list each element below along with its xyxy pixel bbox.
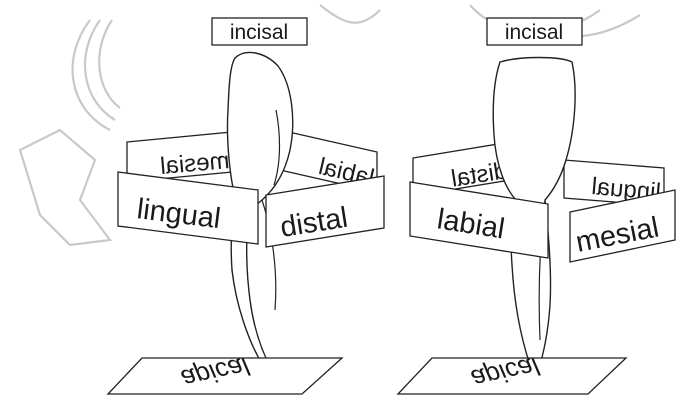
left-incisal-label: incisal	[230, 21, 288, 44]
right-front-left-box: labial	[409, 181, 549, 259]
left-front-left-box: lingual	[117, 171, 259, 245]
left-back-left-box: mesial	[126, 131, 233, 183]
right-incisal-box: incisal	[486, 17, 583, 46]
left-front-right-box: distal	[265, 175, 385, 248]
left-back-left-label: mesial	[159, 147, 230, 180]
right-front-right-box: mesial	[569, 189, 676, 263]
left-apical-plate: apical	[106, 351, 344, 395]
left-tooth-group: mesial labial lingual distal incisal api…	[106, 17, 385, 395]
right-tooth-group: distal lingual labial mesial incisal api…	[396, 17, 676, 395]
right-apical-plate: apical	[396, 351, 628, 395]
left-incisal-box: incisal	[211, 17, 308, 46]
right-incisal-label: incisal	[505, 21, 563, 44]
